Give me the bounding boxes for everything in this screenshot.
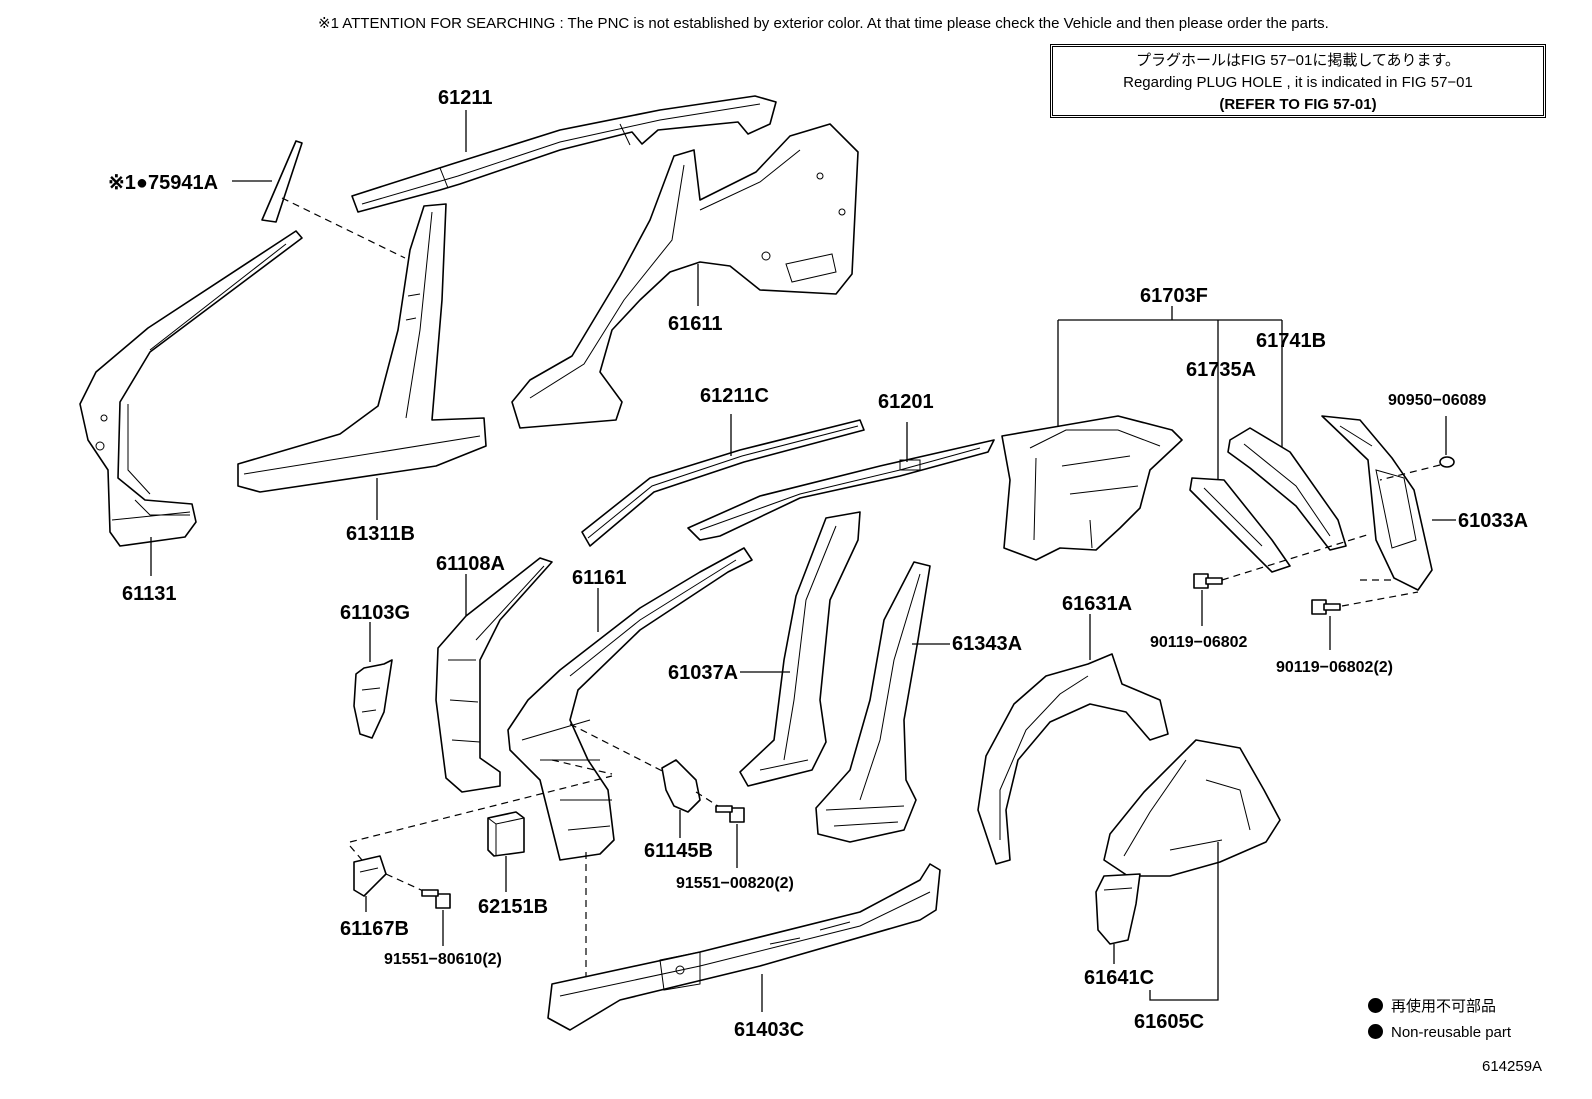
part-61605C[interactable]: [1103, 739, 1281, 877]
part-61211C[interactable]: [581, 419, 865, 547]
label-91551-80610: 91551−80610(2): [384, 951, 502, 968]
part-61037A[interactable]: [739, 511, 861, 787]
part-61201[interactable]: [687, 439, 995, 541]
part-61167B[interactable]: [353, 855, 387, 897]
part-61631A[interactable]: [977, 653, 1169, 865]
dash-90950: [1379, 464, 1441, 481]
dash-91551-00820: [695, 791, 719, 807]
label-61201: 61201: [878, 391, 934, 413]
legend-en: Non-reusable part: [1391, 1024, 1512, 1041]
leader-61605C: [1149, 842, 1219, 1001]
legend-jp: 再使用不可部品: [1391, 998, 1497, 1015]
label-61311B: 61311B: [346, 523, 415, 545]
part-61343A[interactable]: [815, 561, 931, 843]
label-61033A: 61033A: [1458, 510, 1528, 532]
part-61703F[interactable]: [1001, 415, 1183, 561]
legend-row-en: Non-reusable part: [1368, 1020, 1511, 1046]
bolt-90119-a[interactable]: [1193, 573, 1223, 589]
label-61741B: 61741B: [1256, 330, 1326, 352]
part-61033A[interactable]: [1321, 415, 1433, 591]
plug-hole-note-box: プラグホールはFIG 57−01に掲載してあります。 Regarding PLU…: [1050, 44, 1546, 118]
label-61641C: 61641C: [1084, 967, 1154, 989]
label-61703F: 61703F: [1140, 285, 1208, 307]
part-61611[interactable]: [511, 123, 859, 429]
label-61145B: 61145B: [644, 840, 713, 862]
filled-dot-icon: [1368, 1024, 1383, 1039]
filled-dot-icon: [1368, 998, 1383, 1013]
part-61735A[interactable]: [1189, 477, 1291, 573]
legend: 再使用不可部品 Non-reusable part: [1368, 994, 1511, 1046]
bolt-91551-00820[interactable]: [715, 805, 745, 823]
bolt-90119-b[interactable]: [1311, 599, 1341, 615]
label-90119-06802-a: 90119−06802: [1150, 634, 1248, 651]
part-61403C[interactable]: [547, 863, 941, 1031]
label-61131: 61131: [122, 583, 177, 605]
label-62151B: 62151B: [478, 896, 548, 918]
plug-hole-note-jp: プラグホールはFIG 57−01に掲載してあります。: [1136, 52, 1460, 69]
plug-hole-note-ref: (REFER TO FIG 57-01): [1219, 96, 1377, 113]
label-90119-06802-b: 90119−06802(2): [1276, 659, 1393, 676]
plug-hole-note-en: Regarding PLUG HOLE , it is indicated in…: [1123, 74, 1473, 91]
leader-61703F: [1057, 306, 1283, 480]
part-61741B[interactable]: [1227, 427, 1347, 551]
part-61211[interactable]: [351, 95, 777, 213]
label-61037A: 61037A: [668, 662, 738, 684]
figure-id: 614259A: [1482, 1058, 1543, 1075]
dash-90119-a: [1221, 533, 1371, 581]
attention-note: ※1 ATTENTION FOR SEARCHING : The PNC is …: [318, 15, 1329, 32]
label-90950-06089: 90950−06089: [1388, 392, 1486, 409]
label-91551-00820: 91551−00820(2): [676, 875, 794, 892]
dash-90119-b: [1341, 579, 1419, 607]
part-75941A[interactable]: [261, 140, 303, 223]
label-61108A: 61108A: [436, 553, 505, 575]
part-90950-06089[interactable]: [1439, 456, 1455, 468]
label-61103G: 61103G: [340, 602, 410, 624]
part-62151B[interactable]: [487, 811, 525, 857]
part-61641C[interactable]: [1095, 873, 1141, 945]
label-61211C: 61211C: [700, 385, 769, 407]
part-61131[interactable]: [79, 230, 303, 547]
label-61605C: 61605C: [1134, 1011, 1204, 1033]
label-61343A: 61343A: [952, 633, 1022, 655]
label-75941A: ※1●75941A: [108, 172, 218, 194]
part-61103G[interactable]: [353, 659, 393, 739]
bolt-91551-80610[interactable]: [421, 889, 451, 909]
label-61167B: 61167B: [340, 918, 409, 940]
label-61735A: 61735A: [1186, 359, 1256, 381]
legend-row-jp: 再使用不可部品: [1368, 994, 1511, 1020]
label-61631A: 61631A: [1062, 593, 1132, 615]
dash-75941A: [281, 197, 406, 259]
label-61211: 61211: [438, 87, 493, 109]
part-61161[interactable]: [507, 547, 753, 861]
part-61311B[interactable]: [237, 203, 487, 493]
part-61145B[interactable]: [661, 759, 701, 813]
dash-61161: [349, 723, 681, 980]
label-61161: 61161: [572, 567, 627, 589]
part-61108A[interactable]: [435, 557, 553, 793]
label-61403C: 61403C: [734, 1019, 804, 1041]
label-61611: 61611: [668, 313, 723, 335]
